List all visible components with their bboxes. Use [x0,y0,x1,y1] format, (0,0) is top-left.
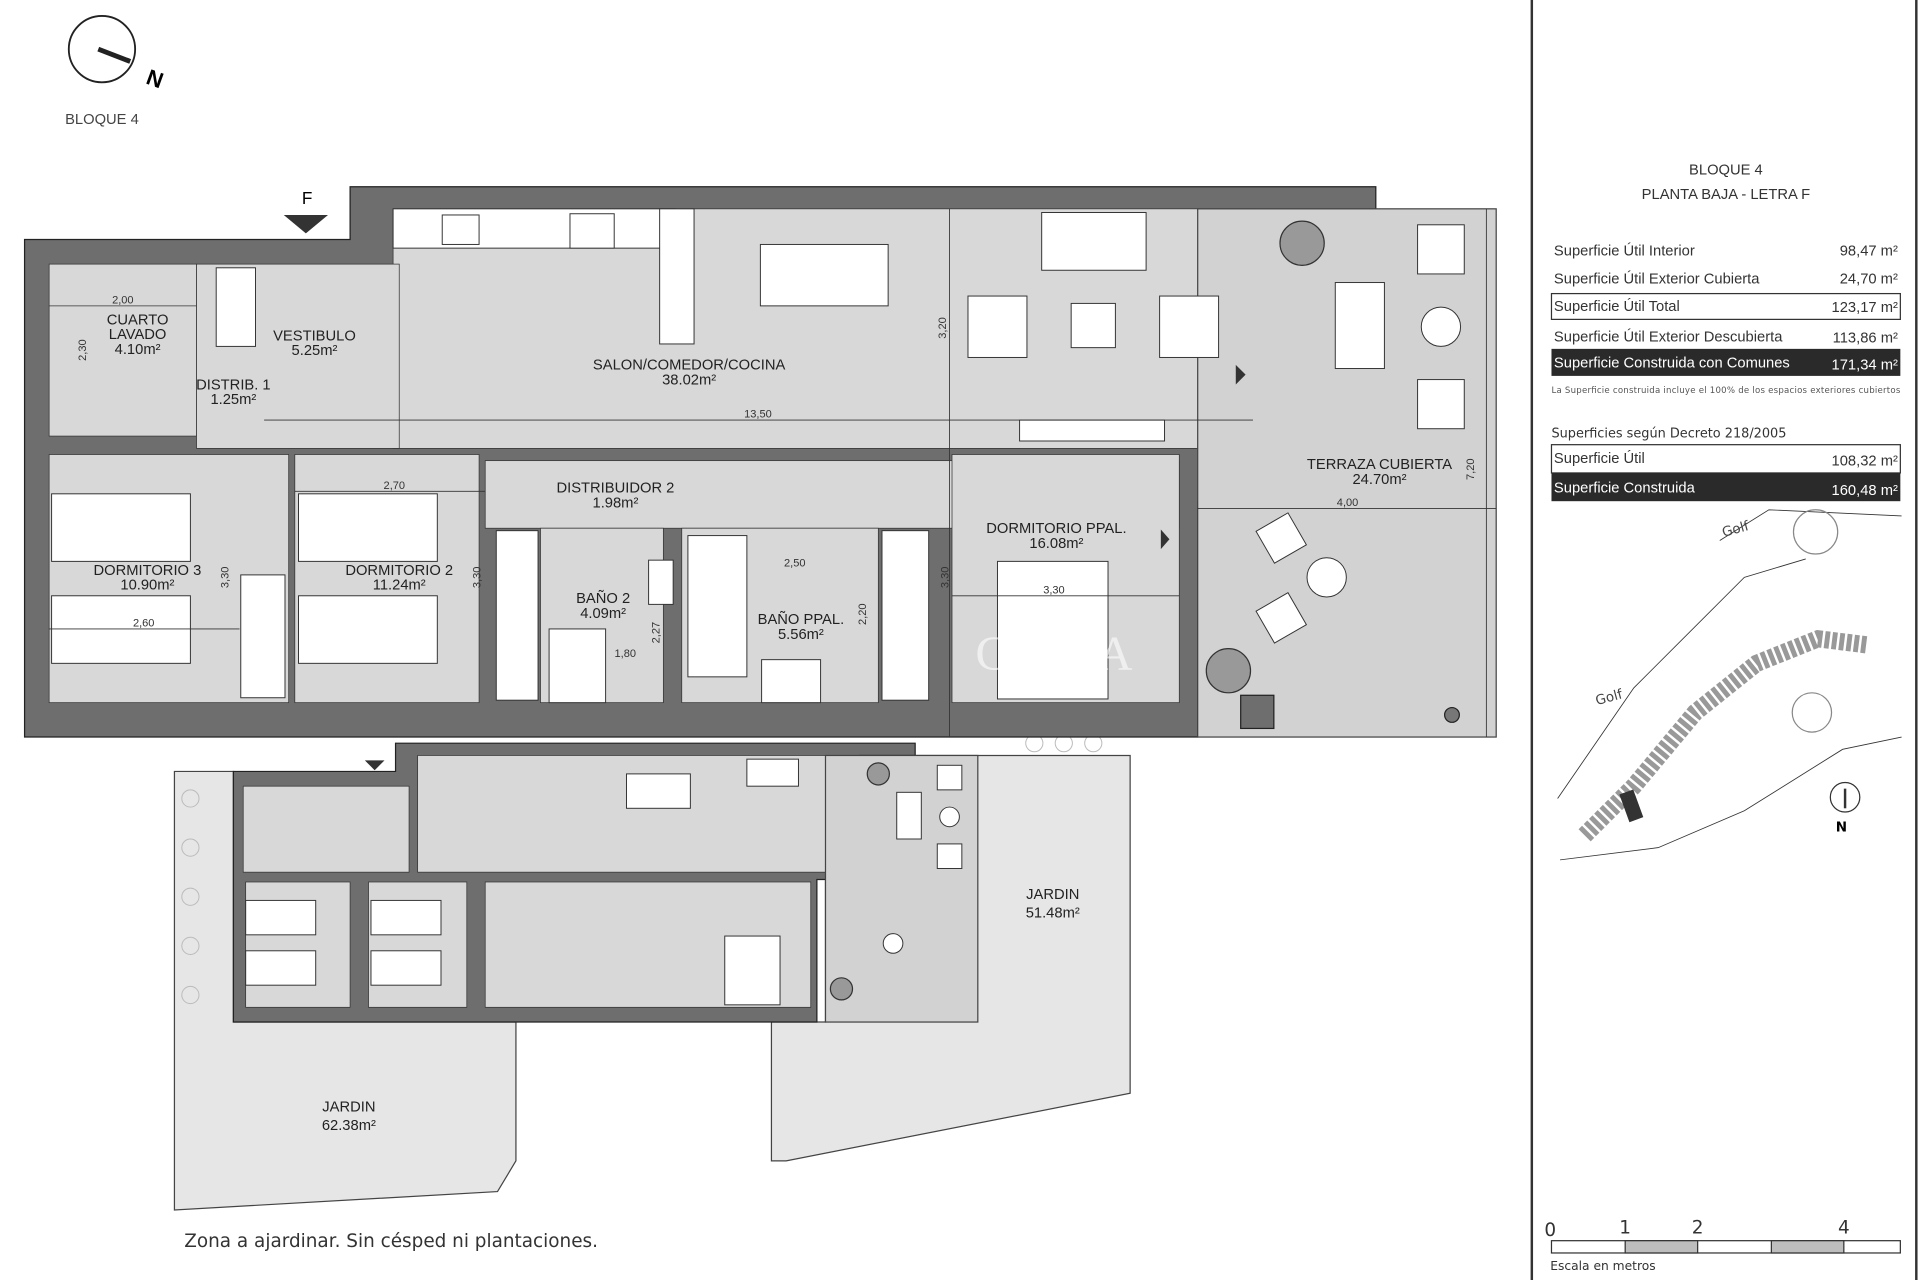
jardin2-area: 62.38m² [322,1118,376,1134]
bano-ppal-area: 5.56m² [778,627,824,643]
bano-ppal-label: BAÑO PPAL. [758,611,845,628]
dim-label: 2,20 [857,603,869,625]
golf-label: Golf [1720,518,1752,541]
row-label: Superficie Útil [1554,450,1645,467]
scale-tick: 2 [1692,1217,1704,1238]
scale-caption: Escala en metros [1550,1259,1655,1273]
scale-tick: 0 [1544,1220,1556,1241]
row-value: 24,70 m² [1840,272,1898,288]
row-value: 123,17 m² [1832,300,1898,316]
distribuidor2-label: DISTRIBUIDOR 2 [556,481,674,497]
dim-label: 13,50 [744,409,772,421]
row-value: 98,47 m² [1840,244,1898,260]
entrance-label: F [302,188,312,208]
dim-label: 3,30 [1043,584,1065,596]
terraza-area: 24.70m² [1352,472,1406,488]
row-value: 160,48 m² [1832,483,1898,499]
scale-tick: 4 [1838,1217,1850,1238]
row-value: 171,34 m² [1832,358,1898,374]
salon-area: 38.02m² [662,372,716,388]
dormitorio-ppal-area: 16.08m² [1029,536,1083,552]
dim-label: 7,20 [1465,458,1477,480]
cuarto-lavado-label: CUARTO [107,312,169,328]
salon-label: SALON/COMEDOR/COCINA [593,358,786,374]
north-compass-icon: N [67,15,167,93]
decreto-title: Superficies según Decreto 218/2005 [1551,426,1786,441]
distribuidor2-area: 1.98m² [593,495,639,511]
dim-label: 2,00 [112,294,134,306]
entrance-arrow-icon [283,214,328,234]
block-label: BLOQUE 4 [65,112,139,128]
ground-floor-overview-plan [232,742,979,1023]
dim-label: 3,30 [219,567,231,589]
jardin1-label: JARDIN [1026,887,1079,903]
main-apartment-plan [23,186,1497,738]
panel-title: BLOQUE 4 [1689,162,1763,178]
dim-label: 3,30 [939,567,951,589]
site-north-label: N [1836,820,1847,836]
terraza-label: TERRAZA CUBIERTA [1307,457,1452,473]
dormitorio2-label: DORMITORIO 2 [345,563,453,579]
dim-label: 2,60 [133,617,155,629]
jardin1-area: 51.48m² [1026,906,1080,922]
scale-bar: 0 1 2 4 Escala en metros [1544,1217,1901,1273]
watermark: COSTA [975,625,1133,680]
dormitorio2-area: 11.24m² [373,578,426,594]
room-labels: CUARTO LAVADO 4.10m² VESTIBULO 5.25m² DI… [94,188,1453,1134]
cuarto-lavado-label-2: LAVADO [109,327,167,343]
row-label: Superficie Construida [1554,481,1696,497]
dim-label: 1,80 [615,648,637,660]
dimension-labels: 2,00 2,30 13,50 3,20 2,70 3,30 3,30 2,60… [77,294,1477,660]
dim-label: 2,70 [384,480,406,492]
dim-label: 2,27 [651,622,663,644]
distrib1-label: DISTRIB. 1 [196,377,271,393]
dim-label: 3,30 [471,567,483,589]
row-value: 108,32 m² [1832,454,1898,470]
dormitorio-ppal-label: DORMITORIO PPAL. [986,521,1126,537]
dim-label: 2,50 [784,557,806,569]
row-label: Superficie Útil Exterior Cubierta [1554,271,1760,288]
dim-label: 4,00 [1337,497,1359,509]
cuarto-lavado-area: 4.10m² [115,342,161,358]
bano2-area: 4.09m² [580,606,626,622]
row-label: Superficie Útil Exterior Descubierta [1554,328,1783,345]
dim-label: 3,20 [937,317,949,339]
row-label: Superficie Útil Interior [1554,243,1695,260]
garden-note: Zona a ajardinar. Sin césped ni plantaci… [184,1231,598,1252]
site-map: Golf Golf N [1557,509,1902,861]
vestibulo-label: VESTIBULO [273,328,356,344]
dormitorio3-area: 10.90m² [120,578,174,594]
panel-subtitle: PLANTA BAJA - LETRA F [1642,187,1810,203]
row-label: Superficie Útil Total [1554,298,1680,315]
row-value: 113,86 m² [1833,331,1898,347]
dormitorio3-label: DORMITORIO 3 [94,563,202,579]
bano2-label: BAÑO 2 [576,590,630,607]
north-label: N [143,64,167,93]
jardin2-label: JARDIN [322,1100,375,1116]
distrib1-area: 1.25m² [210,392,256,408]
golf-label: Golf [1594,686,1626,709]
vestibulo-area: 5.25m² [292,343,338,359]
info-panel: BLOQUE 4 PLANTA BAJA - LETRA F Superfici… [1530,0,1918,1280]
scale-tick: 1 [1619,1217,1631,1238]
panel-note: La Superficie construida incluye el 100%… [1551,386,1900,396]
row-label: Superficie Construida con Comunes [1554,355,1790,371]
dim-label: 2,30 [77,339,89,361]
